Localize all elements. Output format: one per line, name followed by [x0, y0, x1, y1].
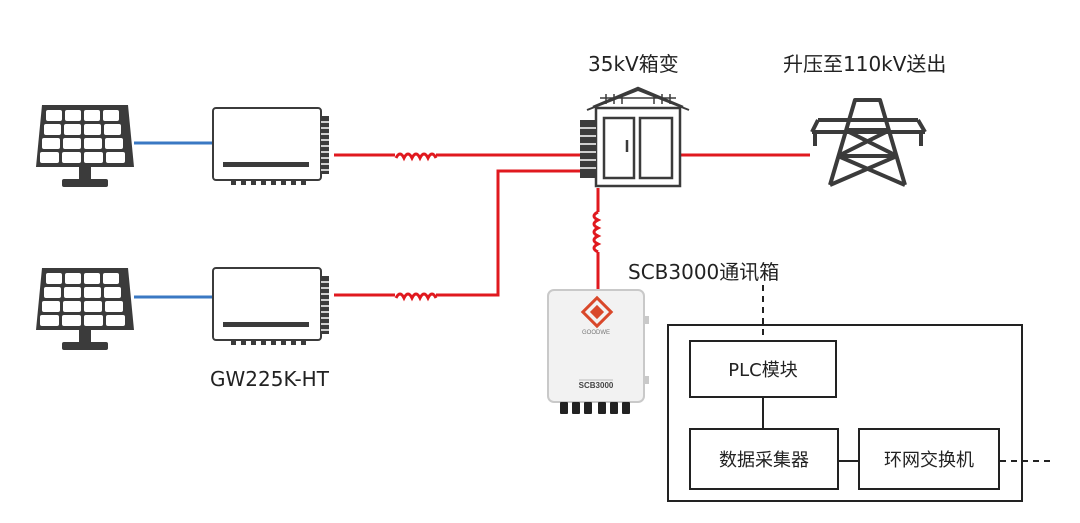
- inductor-icon: [394, 292, 438, 300]
- ac-line-bottom-2: [436, 169, 580, 297]
- transformer-label: 35kV箱变: [588, 52, 679, 76]
- scb3000-device: GOODWE SCB3000: [547, 289, 649, 414]
- transmission-tower-icon: [810, 98, 927, 187]
- inductor-icon: [592, 210, 602, 254]
- inverter-icon: [212, 267, 330, 346]
- ac-wiring: [334, 153, 810, 297]
- comm-box-container: [667, 324, 1023, 502]
- transformer-substation-icon: [580, 86, 690, 188]
- dc-wiring: [134, 141, 213, 299]
- solar-panel-icon: [36, 268, 134, 350]
- brand-logo-icon: [580, 295, 614, 329]
- device-brand-text: GOODWE: [582, 330, 610, 336]
- comm-box-label: SCB3000通讯箱: [628, 260, 780, 284]
- solar-panel-icon: [36, 105, 134, 187]
- inductor-symbols: [394, 152, 602, 300]
- device-model-text: SCB3000: [579, 381, 614, 390]
- connector-lines: [762, 285, 1050, 462]
- output-label: 升压至110kV送出: [783, 52, 947, 76]
- inverter-label: GW225K-HT: [210, 367, 329, 391]
- inverter-icon: [212, 107, 330, 186]
- data-collector-box: 数据采集器: [689, 428, 839, 490]
- plc-module-box: PLC模块: [689, 340, 837, 398]
- ring-switch-box: 环网交换机: [858, 428, 1000, 490]
- inductor-icon: [394, 152, 438, 160]
